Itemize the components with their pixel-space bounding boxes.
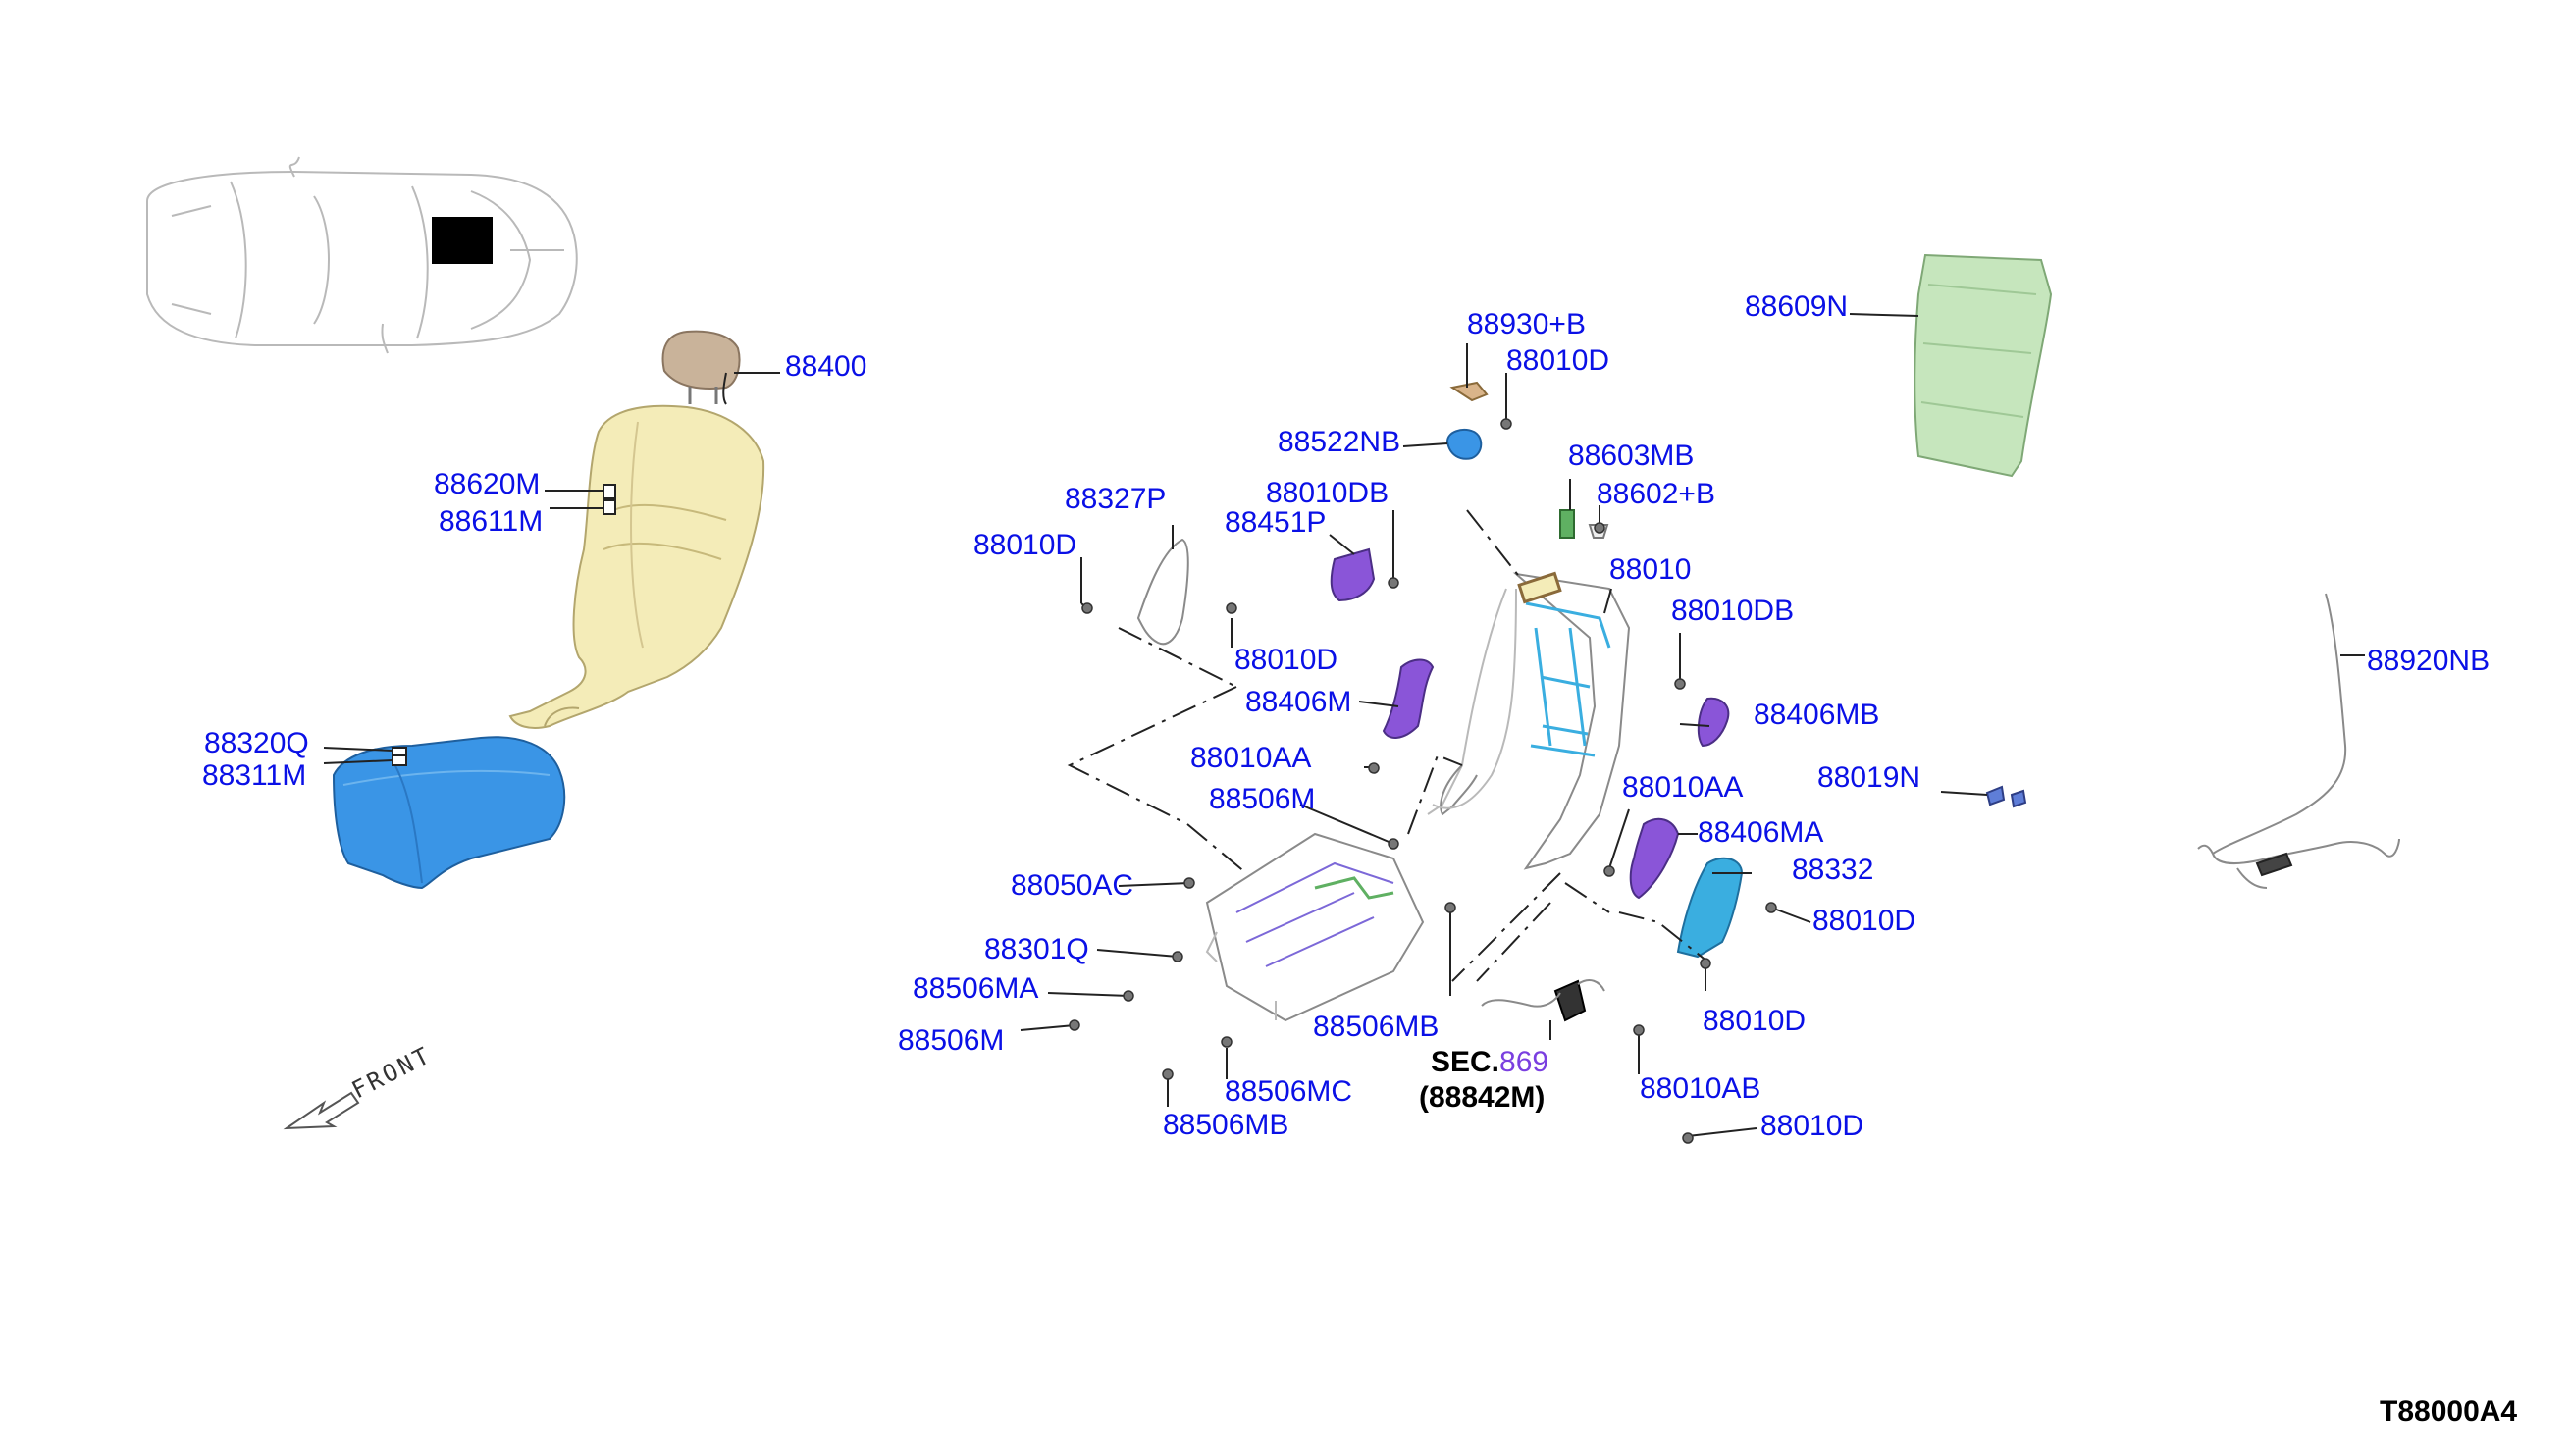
finisher-88406M <box>1382 658 1435 739</box>
label-88506MA[interactable]: 88506MA <box>913 972 1038 1005</box>
back-board-88609N <box>1914 253 2053 478</box>
label-88010D-r1[interactable]: 88010D <box>1812 905 1915 937</box>
headrest-88400 <box>661 330 741 404</box>
label-88010D-mid[interactable]: 88010D <box>1234 644 1337 676</box>
label-88406MA[interactable]: 88406MA <box>1698 816 1823 849</box>
label-88332[interactable]: 88332 <box>1792 854 1873 886</box>
label-88010AB[interactable]: 88010AB <box>1640 1072 1760 1105</box>
diagram-code: T88000A4 <box>2380 1395 2517 1428</box>
label-88010AA-b[interactable]: 88010AA <box>1622 771 1743 804</box>
front-label: FRONT <box>347 1041 436 1105</box>
label-88050AC[interactable]: 88050AC <box>1011 869 1133 902</box>
label-88010D-top[interactable]: 88010D <box>1506 344 1609 377</box>
label-88506M-b[interactable]: 88506M <box>898 1024 1004 1057</box>
part-labels: 88400 88620M 88611M 88320Q 88311M 88930+… <box>202 290 2517 1428</box>
fasteners <box>1069 418 1777 1144</box>
leader-lines <box>323 313 2365 1137</box>
harness-88920NB <box>2197 593 2400 889</box>
harness-sec-869 <box>1481 979 1605 1022</box>
label-88506M-a[interactable]: 88506M <box>1209 783 1315 815</box>
finisher-88406MB <box>1697 697 1730 748</box>
label-88301Q[interactable]: 88301Q <box>984 933 1089 965</box>
finisher-88451P <box>1330 547 1376 602</box>
label-88602B[interactable]: 88602+B <box>1597 478 1715 510</box>
label-88609N[interactable]: 88609N <box>1745 290 1848 323</box>
label-88400[interactable]: 88400 <box>785 350 866 383</box>
label-88506MC[interactable]: 88506MC <box>1225 1075 1352 1108</box>
label-88506MB-a[interactable]: 88506MB <box>1313 1011 1439 1043</box>
label-88406MB[interactable]: 88406MB <box>1754 699 1879 731</box>
label-88010D-bot[interactable]: 88010D <box>1760 1110 1863 1142</box>
label-88010D-left[interactable]: 88010D <box>973 529 1076 561</box>
label-88010DB-a[interactable]: 88010DB <box>1266 477 1389 509</box>
bracket-88930B <box>1449 381 1489 402</box>
label-88010DB-b[interactable]: 88010DB <box>1671 595 1794 627</box>
label-88010[interactable]: 88010 <box>1609 553 1691 586</box>
seat-frame-assembly-88010 <box>1427 571 1631 870</box>
connector-88019N <box>1985 785 2027 808</box>
cover-88522NB <box>1445 429 1483 460</box>
label-88327P[interactable]: 88327P <box>1065 483 1166 515</box>
section-number: 869 <box>1499 1046 1548 1078</box>
label-88010AA-a[interactable]: 88010AA <box>1190 742 1311 774</box>
guide-88603MB <box>1559 509 1575 539</box>
cushion-frame-88301Q <box>1205 832 1425 1022</box>
label-88320Q[interactable]: 88320Q <box>204 727 309 759</box>
label-88019N[interactable]: 88019N <box>1817 761 1920 794</box>
label-88930B[interactable]: 88930+B <box>1467 308 1586 340</box>
section-prefix: SEC. <box>1431 1046 1499 1078</box>
seatback-pad-88620M <box>508 404 765 729</box>
label-88522NB[interactable]: 88522NB <box>1278 426 1400 458</box>
label-88620M[interactable]: 88620M <box>434 468 540 500</box>
label-88311M[interactable]: 88311M <box>202 759 306 792</box>
label-88406M[interactable]: 88406M <box>1245 686 1351 718</box>
assembly-lines <box>1067 509 1708 982</box>
label-88603MB[interactable]: 88603MB <box>1568 440 1694 472</box>
label-88451P[interactable]: 88451P <box>1225 506 1326 539</box>
label-88506MB-b[interactable]: 88506MB <box>1163 1109 1288 1141</box>
finisher-88406MA <box>1629 817 1680 900</box>
section-part[interactable]: (88842M) <box>1419 1081 1545 1114</box>
cover-88327P <box>1136 538 1189 646</box>
label-88920NB[interactable]: 88920NB <box>2367 645 2490 677</box>
section-ref[interactable]: SEC.869 <box>1431 1046 1548 1078</box>
cover-88332 <box>1676 857 1744 959</box>
label-88611M[interactable]: 88611M <box>439 505 543 538</box>
vehicle-locator <box>146 156 578 354</box>
front-arrow-icon: FRONT <box>283 1041 436 1130</box>
cushion-pad-88320Q <box>332 736 566 890</box>
label-88010D-r2[interactable]: 88010D <box>1703 1005 1806 1037</box>
seat-location-marker <box>432 217 493 264</box>
